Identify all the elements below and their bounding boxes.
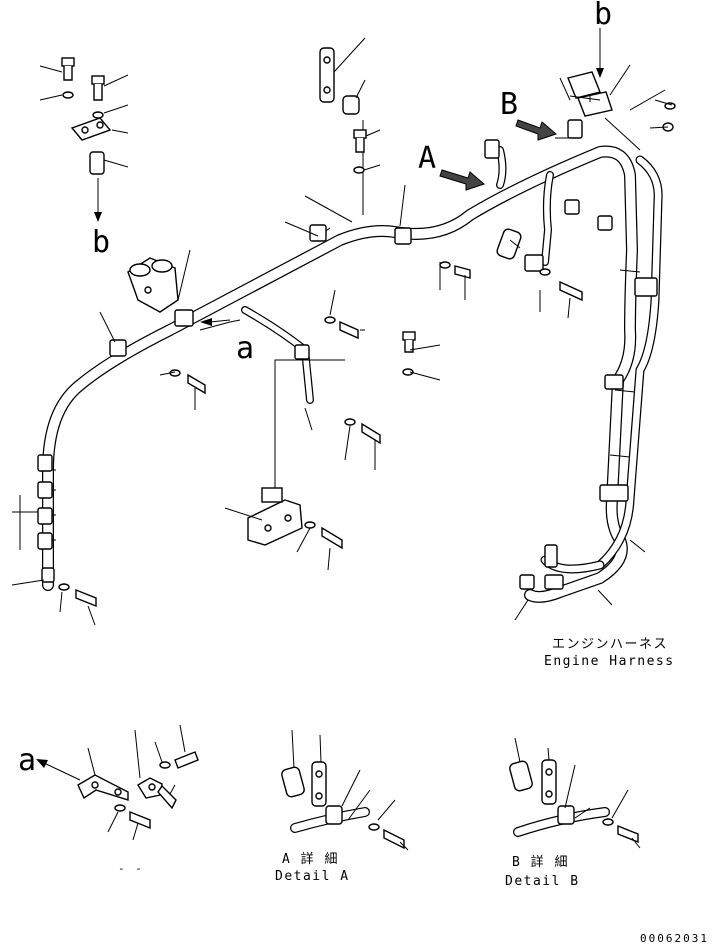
label-b-top: b bbox=[594, 0, 612, 32]
top-bracket-with-standoff bbox=[319, 47, 364, 215]
exploded-bolt-group-topleft bbox=[61, 57, 112, 222]
label-B: B bbox=[500, 87, 518, 122]
detail-A-caption-jp: A 詳 細 bbox=[282, 851, 339, 867]
detail-a-figure bbox=[36, 724, 199, 841]
detail-B-caption-en: Detail B bbox=[505, 874, 580, 889]
leader-lines bbox=[11, 28, 673, 626]
detail-A-caption-en: Detail A bbox=[275, 869, 350, 884]
harness-name-jp: エンジンハーネス bbox=[552, 637, 668, 652]
detail-B-figure bbox=[509, 737, 641, 849]
engine-harness-main bbox=[40, 145, 663, 603]
connector-top-right bbox=[567, 71, 613, 117]
detail-A-figure bbox=[281, 729, 409, 851]
label-a-main: a bbox=[236, 331, 254, 366]
drawing-number: 00062031 bbox=[640, 932, 709, 944]
label-A: A bbox=[418, 141, 436, 176]
bolt-set bbox=[58, 102, 676, 608]
detail-B-caption-jp: B 詳 細 bbox=[512, 854, 569, 870]
view-arrow-A bbox=[439, 169, 485, 191]
label-b-left: b bbox=[92, 225, 110, 260]
label-a-detail: a bbox=[18, 743, 36, 778]
harness-name-en: Engine Harness bbox=[544, 654, 675, 669]
mounting-plate-bottom bbox=[247, 359, 345, 546]
view-arrow-B bbox=[515, 119, 557, 141]
detail-a-caption: - - bbox=[118, 862, 144, 875]
mounting-bracket-left bbox=[127, 257, 179, 313]
